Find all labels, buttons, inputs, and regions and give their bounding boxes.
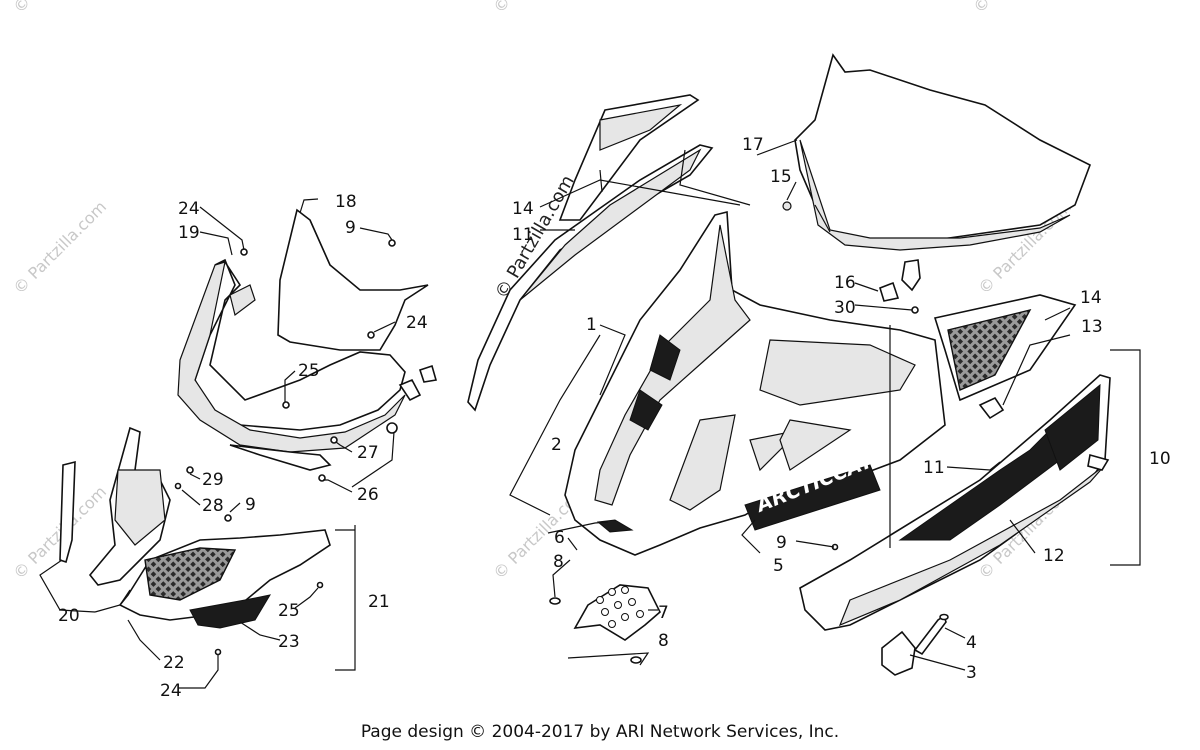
bracket-3-bolt-4 (831, 543, 949, 676)
windshield-bracket (782, 201, 921, 314)
callout-14-upper: 14 (512, 199, 534, 219)
callout-8-lower: 8 (658, 631, 669, 651)
callout-11-right: 11 (923, 458, 945, 478)
windshield (794, 53, 1092, 251)
callout-6: 6 (554, 528, 565, 548)
callout-11-upper: 11 (512, 225, 534, 245)
callout-27: 27 (357, 443, 379, 463)
callout-9-left-mid: 9 (245, 495, 256, 515)
lower-nose (118, 529, 331, 629)
callout-30: 30 (834, 298, 856, 318)
callout-25-lower: 25 (278, 601, 300, 621)
watermark-top-1: © Partzilla.com (9, 0, 110, 17)
leader-lines (39, 139, 1141, 689)
callout-24-top: 24 (178, 199, 200, 219)
callout-15: 15 (770, 167, 792, 187)
callout-9-left-top: 9 (345, 218, 356, 238)
callout-10: 10 (1149, 449, 1171, 469)
upper-nose-frame (177, 258, 406, 471)
side-vent-right (933, 294, 1077, 402)
fasteners-8 (549, 597, 642, 664)
callout-17: 17 (742, 135, 764, 155)
watermark-left-mid: © Partzilla.com (9, 197, 110, 298)
clip-13 (978, 396, 1005, 420)
callout-24-bottom: 24 (160, 681, 182, 701)
callout-7: 7 (658, 603, 669, 623)
callout-1: 1 (586, 315, 597, 335)
left-side-strip (59, 426, 171, 586)
callout-20: 20 (58, 606, 80, 626)
left-small-fasteners (174, 239, 438, 656)
callout-28: 28 (202, 496, 224, 516)
callout-21: 21 (368, 592, 390, 612)
skid-plate (573, 584, 661, 641)
callout-13: 13 (1081, 317, 1103, 337)
callout-26: 26 (357, 485, 379, 505)
callout-9-right: 9 (776, 533, 787, 553)
callout-22: 22 (163, 653, 185, 673)
page-footer-copyright: Page design © 2004-2017 by ARI Network S… (360, 722, 840, 742)
callout-2: 2 (551, 435, 562, 455)
callout-24-mid: 24 (406, 313, 428, 333)
callout-19: 19 (178, 223, 200, 243)
callout-4: 4 (966, 633, 977, 653)
callout-8-upper: 8 (553, 552, 564, 572)
watermark-left-low: © Partzilla.com (9, 482, 110, 583)
callout-29: 29 (202, 470, 224, 490)
callout-25-upper: 25 (298, 361, 320, 381)
trim-strip-upper (467, 94, 714, 412)
hood: ARCTICCAT (564, 210, 946, 556)
callout-5: 5 (773, 556, 784, 576)
small-windshield (277, 208, 429, 351)
callout-16: 16 (834, 273, 856, 293)
callout-18: 18 (335, 192, 357, 212)
callouts: 1 2 3 4 5 6 7 8 8 9 9 9 10 11 11 12 13 1… (58, 135, 1171, 701)
callout-12: 12 (1043, 546, 1065, 566)
callout-23: 23 (278, 632, 300, 652)
callout-3: 3 (966, 663, 977, 683)
side-panel-right (799, 374, 1111, 631)
watermark-top-2: © Partzilla.com (489, 0, 590, 17)
watermark-top-3: © Partzilla.com (969, 0, 1070, 17)
callout-14-right: 14 (1080, 288, 1102, 308)
